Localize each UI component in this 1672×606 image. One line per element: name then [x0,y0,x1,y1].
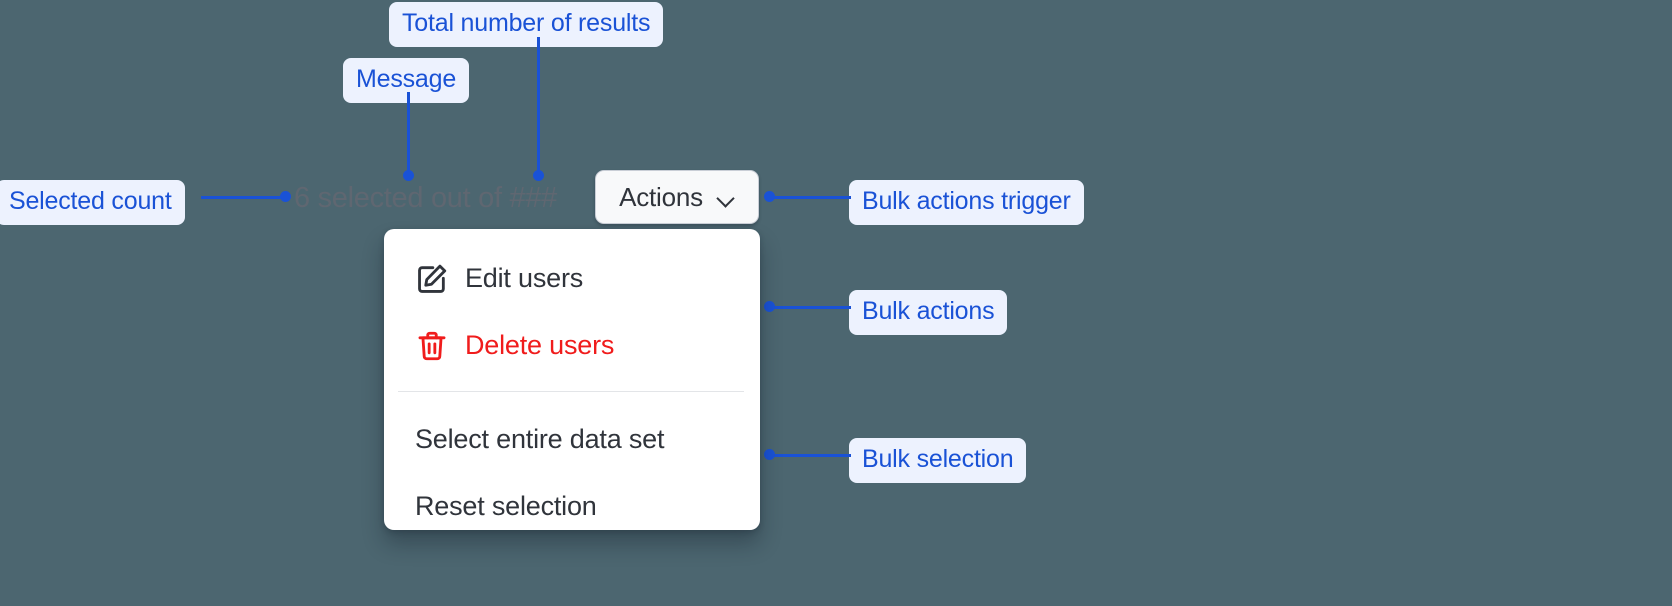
connector-dot-bulk-actions [764,301,775,312]
callout-bulk-actions-trigger: Bulk actions trigger [849,180,1084,225]
menu-item-edit-users[interactable]: Edit users [384,245,760,312]
callout-total-number-of-results: Total number of results [389,2,664,47]
menu-item-delete-users[interactable]: Delete users [384,312,760,379]
callout-bulk-selection: Bulk selection [849,438,1027,483]
menu-item-reset-selection[interactable]: Reset selection [384,473,760,540]
menu-item-select-entire-data-set[interactable]: Select entire data set [384,406,760,473]
menu-item-reset-selection-label: Reset selection [415,491,597,521]
callout-selected-count: Selected count [0,180,185,225]
menu-item-delete-users-label: Delete users [465,330,615,360]
connector-bulk-actions [769,306,851,309]
connector-message [407,92,410,178]
callout-bulk-actions: Bulk actions [849,290,1008,335]
connector-dot-message [403,170,414,181]
connector-bulk-actions-trigger [769,196,851,199]
connector-dot-total-results [533,170,544,181]
connector-dot-selected-count [280,191,291,202]
bulk-actions-trigger-button[interactable]: Actions [595,170,759,224]
connector-total-results [537,37,540,178]
connector-bulk-selection [769,454,851,457]
connector-selected-count [201,196,287,199]
connector-dot-bulk-actions-trigger [764,191,775,202]
bulk-actions-dropdown-menu[interactable]: Edit users Delete users Select entire da… [384,229,760,530]
bulk-actions-trigger-label: Actions [619,181,703,212]
trash-icon [415,329,449,363]
total-results-value: ### [509,182,558,214]
selection-message-middle: selected out of [309,182,510,214]
menu-divider [398,391,744,392]
selection-message: 6 selected out of ### [294,180,557,216]
menu-item-select-entire-data-set-label: Select entire data set [415,424,665,454]
connector-dot-bulk-selection [764,449,775,460]
callout-message: Message [343,58,470,103]
menu-item-edit-users-label: Edit users [465,263,584,293]
pencil-square-icon [415,262,449,296]
chevron-down-icon [717,192,735,203]
selected-count-value: 6 [294,182,310,214]
